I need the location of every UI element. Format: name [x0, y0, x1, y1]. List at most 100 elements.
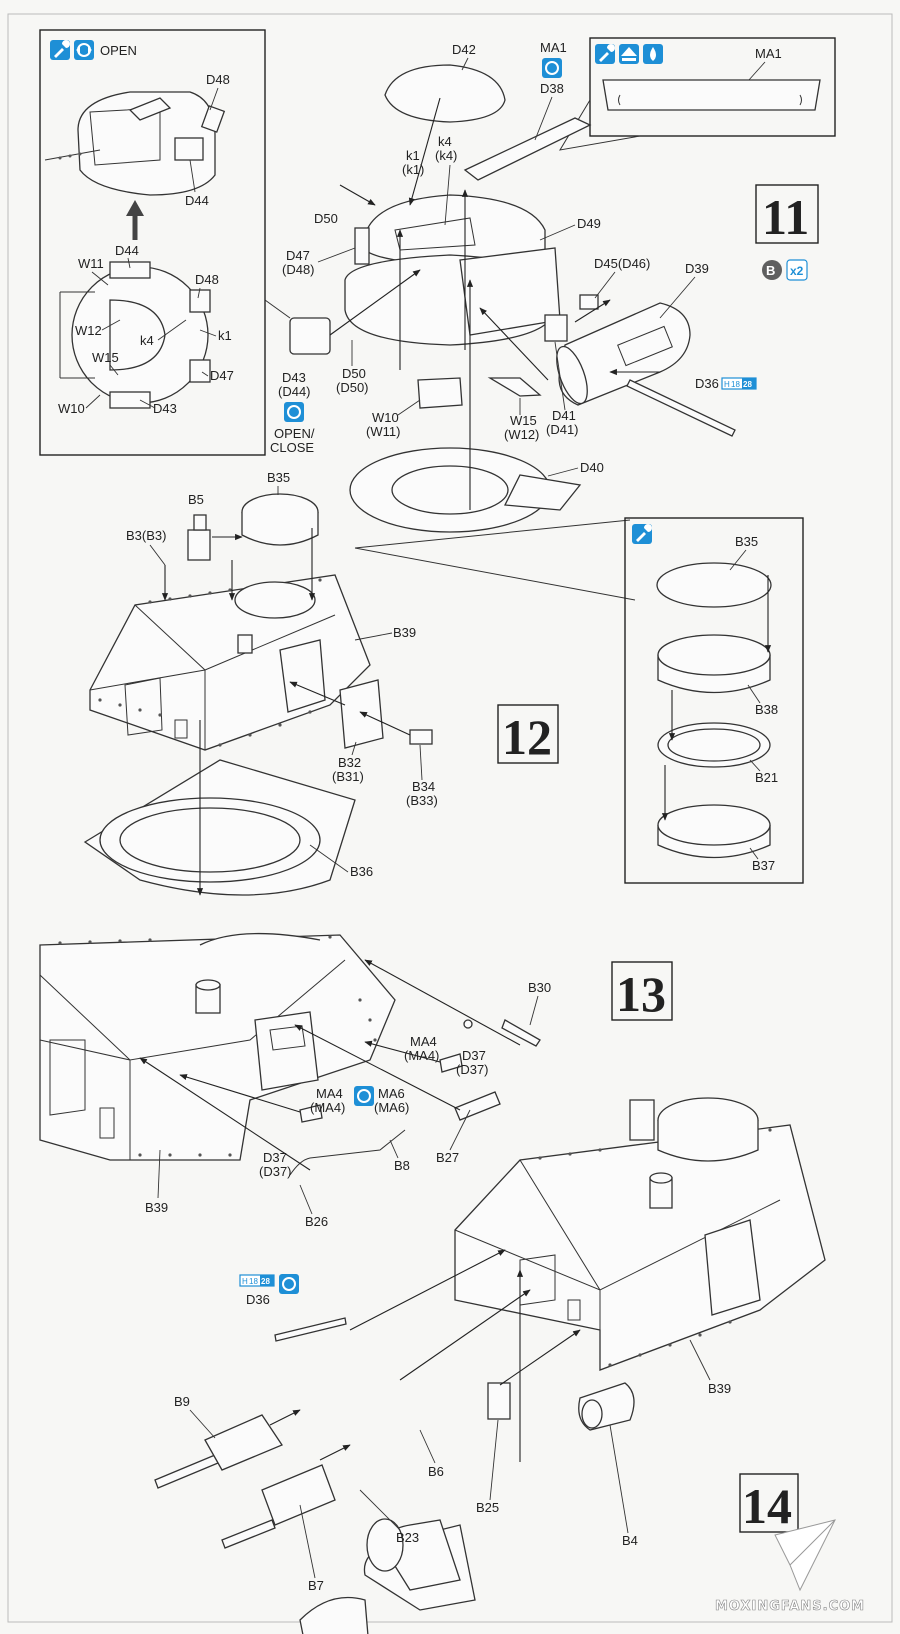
callout-b26: B26	[305, 1214, 328, 1229]
callout-d41-paren: (D41)	[546, 422, 579, 437]
callout-d36-14: D36	[246, 1292, 270, 1307]
step-11: OPEN D48 D44	[39, 29, 836, 533]
callout-d50: D50	[314, 211, 338, 226]
inset-k1-label: k1	[218, 328, 232, 343]
inset-w12-label: W12	[75, 323, 102, 338]
inset-frame	[39, 29, 266, 456]
callout-d50-paren: (D50)	[336, 380, 369, 395]
callout-b9: B9	[174, 1394, 190, 1409]
callout-d49: D49	[577, 216, 601, 231]
hatch-assembly-inset: B35 B38 B21 B37	[624, 517, 804, 884]
callout-b39-14: B39	[708, 1381, 731, 1396]
callout-b25: B25	[476, 1500, 499, 1515]
step12-turret-drawing	[83, 493, 636, 896]
rotatable-icon	[542, 58, 562, 78]
paint-tag: H 18 28	[239, 1274, 275, 1287]
sprue-marker: B x2	[762, 259, 808, 281]
inset-k4-label: k4	[140, 333, 154, 348]
callout-w11-paren: (W11)	[366, 424, 400, 439]
inset-d43-label: D43	[153, 401, 177, 416]
callout-ma4-b: MA4	[316, 1086, 343, 1101]
turret-open-drawing	[44, 91, 226, 196]
callout-b36: B36	[350, 864, 373, 879]
step-14-number: 14	[742, 1478, 792, 1534]
callout-d37-b: D37	[263, 1150, 287, 1165]
step13-turret-drawing	[39, 932, 541, 1176]
inset-b35-label: B35	[735, 534, 758, 549]
callout-d41: D41	[552, 408, 576, 423]
callout-b32: B32	[338, 755, 361, 770]
callout-d40: D40	[580, 460, 604, 475]
callout-b23: B23	[396, 1530, 419, 1545]
callout-d39: D39	[685, 261, 709, 276]
callout-w10: W10	[372, 410, 399, 425]
step-12-number: 12	[502, 709, 552, 765]
rotatable-icon	[284, 402, 304, 422]
callout-ma1: MA1	[540, 40, 567, 55]
rivet-row	[98, 578, 322, 747]
rotatable-icon	[74, 40, 94, 60]
svg-text:28: 28	[743, 380, 752, 389]
callout-ma4-a-paren: (MA4)	[404, 1048, 439, 1063]
callout-d48-paren: (D48)	[282, 262, 315, 277]
cement-icon	[50, 40, 70, 60]
page-border	[7, 13, 893, 1623]
paint-tag: H 18 28	[721, 377, 757, 390]
cement-icon	[595, 44, 615, 64]
ma1-box-label: MA1	[755, 46, 782, 61]
rotatable-icon	[354, 1086, 374, 1106]
callout-d37-b-paren: (D37)	[259, 1164, 292, 1179]
callout-b3: B3(B3)	[126, 528, 166, 543]
rotatable-icon	[279, 1274, 299, 1294]
inset-w15-label: W15	[92, 350, 119, 365]
inset-b37-label: B37	[752, 858, 775, 873]
callout-d42: D42	[452, 42, 476, 57]
step-11-number: 11	[762, 189, 809, 245]
callout-b6: B6	[428, 1464, 444, 1479]
step14-turret-drawing	[154, 1097, 826, 1634]
rivet-row	[58, 935, 377, 1157]
inset-d44-label: D44	[185, 193, 209, 208]
watermark: MOXINGFANS.COM	[715, 1519, 865, 1614]
callout-b31-paren: (B31)	[332, 769, 364, 784]
inset-d44b-label: D44	[115, 243, 139, 258]
callout-d37-a-paren: (D37)	[456, 1062, 489, 1077]
callout-b30: B30	[528, 980, 551, 995]
step-14-box	[739, 1473, 799, 1533]
callout-d44-paren: (D44)	[278, 384, 311, 399]
svg-text:18: 18	[731, 380, 740, 389]
step11-turret-drawing	[289, 64, 736, 533]
callout-k1-paren: (k1)	[402, 162, 424, 177]
callout-ma6: MA6	[378, 1086, 405, 1101]
callout-b39: B39	[393, 625, 416, 640]
svg-text:B: B	[766, 263, 775, 278]
cement-icon	[632, 524, 652, 544]
callout-b33-paren: (B33)	[406, 793, 438, 808]
callout-b27: B27	[436, 1150, 459, 1165]
callout-b39-13: B39	[145, 1200, 168, 1215]
inset-w10-label: W10	[58, 401, 85, 416]
step-14: H 18 28 D36 B9 B6 B25 B23 B4 B7 B39 14	[154, 1097, 826, 1634]
callout-ma4-b-paren: (MA4)	[310, 1100, 345, 1115]
inset-d48-label: D48	[206, 72, 230, 87]
inset-d48b-label: D48	[195, 272, 219, 287]
callout-b5: B5	[188, 492, 204, 507]
step-13-box	[611, 961, 673, 1021]
open-hatch-inset: OPEN D48 D44	[39, 29, 266, 456]
step-12: B35 B5 B3(B3) B39 B32 (B31) B34 (B33) B3…	[83, 470, 804, 896]
callout-k1: k1	[406, 148, 420, 163]
callout-w15: W15	[510, 413, 537, 428]
callout-k4-paren: (k4)	[435, 148, 457, 163]
open-close-line1: OPEN/	[274, 426, 315, 441]
svg-text:28: 28	[261, 1277, 270, 1286]
watermark-text: MOXINGFANS.COM	[715, 1599, 865, 1614]
inset-d47-label: D47	[210, 368, 234, 383]
step-13: B30 MA4 (MA4) D37 (D37) MA4 (MA4) MA6 (M…	[39, 932, 673, 1229]
step-13-number: 13	[616, 966, 666, 1022]
svg-text:H: H	[724, 380, 730, 389]
svg-text:18: 18	[249, 1277, 258, 1286]
callout-d37-a: D37	[462, 1048, 486, 1063]
callout-b7: B7	[308, 1578, 324, 1593]
callout-b4: B4	[622, 1533, 638, 1548]
